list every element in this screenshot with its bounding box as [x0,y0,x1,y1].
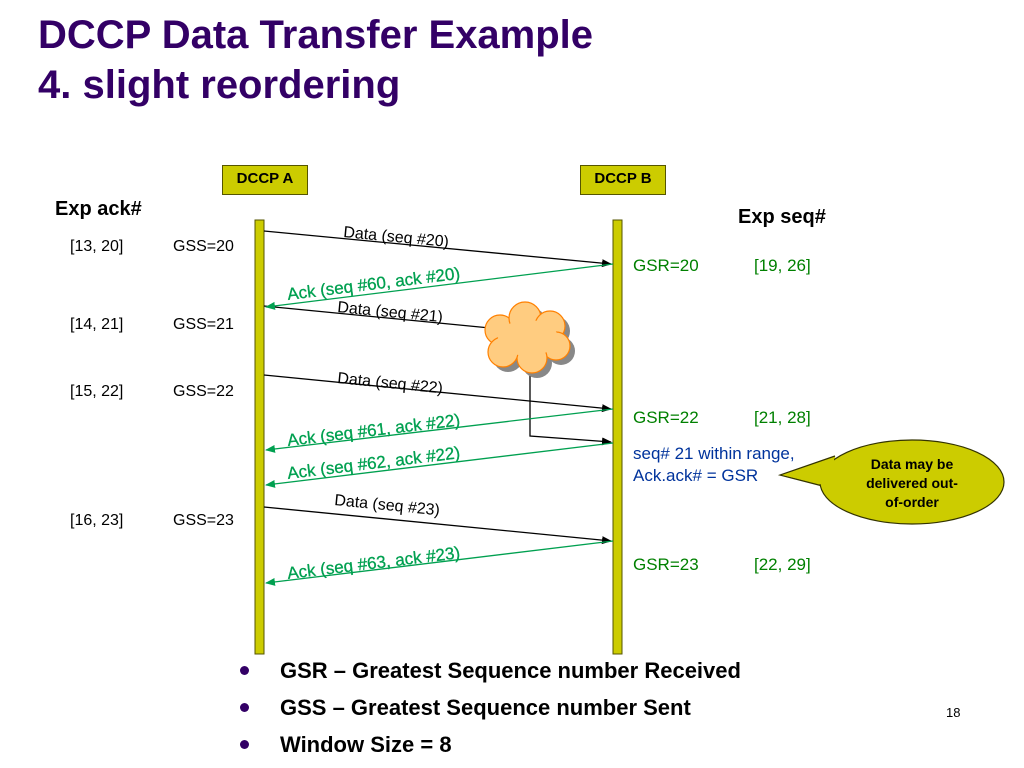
arrow-data-21 [263,305,491,329]
right-range-3: [22, 29] [754,555,811,574]
left-gss-2: GSS=21 [173,316,234,333]
arrow-ack-63 [265,540,614,586]
left-range-3: [15, 22] [70,383,124,400]
bullet-dot-icon [240,703,249,712]
host-b-label: DCCP B [594,170,652,187]
host-a-label: DCCP A [236,170,294,187]
left-range-4: [16, 23] [70,512,124,529]
callout-line-1: Data may be [871,456,954,472]
exp-ack-header: Exp ack# [55,198,142,220]
arrow-ack-61 [265,408,614,453]
bullet-dot-icon [240,740,249,749]
left-gss-3: GSS=22 [173,383,234,400]
arrow-data-23 [263,506,612,545]
arrow-data-20 [263,230,612,268]
label-data-20: Data (seq #20) [343,224,450,251]
label-ack-61: Ack (seq #61, ack #22) [286,411,461,450]
network-cloud-icon [484,301,575,378]
arrow-data-21-delayed [529,362,612,446]
arrow-ack-62 [265,442,614,488]
right-gsr-1: GSR=20 [633,256,699,275]
right-range-2: [21, 28] [754,408,811,427]
label-ack-60: Ack (seq #60, ack #20) [286,264,461,304]
range-note: seq# 21 within range, Ack.ack# = GSR [633,443,795,487]
bullet-gss-text: GSS – Greatest Sequence number Sent [280,695,691,720]
bullet-window-text: Window Size = 8 [280,732,452,757]
left-range-1: [13, 20] [70,238,124,255]
title-line-1: DCCP Data Transfer Example [38,13,594,57]
callout-bubble [777,439,1005,525]
right-gsr-3: GSR=23 [633,555,699,574]
timeline-a [254,219,265,655]
label-ack-63: Ack (seq #63, ack #23) [286,543,461,583]
host-a-box: DCCP A [222,165,308,195]
callout-line-3: of-order [885,494,939,510]
bullet-dot-icon [240,666,249,675]
timeline-b [612,219,623,655]
host-b-box: DCCP B [580,165,666,195]
bullet-gsr: GSR – Greatest Sequence number Received [240,652,741,689]
exp-seq-header: Exp seq# [738,206,826,228]
bullet-gsr-text: GSR – Greatest Sequence number Received [280,658,741,683]
label-data-22: Data (seq #22) [337,370,444,397]
bullet-gss: GSS – Greatest Sequence number Sent [240,689,741,726]
range-note-line-1: seq# 21 within range, [633,444,795,463]
left-gss-1: GSS=20 [173,238,234,255]
arrow-ack-60 [265,263,614,310]
label-ack-62: Ack (seq #62, ack #22) [286,443,461,483]
definitions-list: GSR – Greatest Sequence number Received … [240,652,741,763]
left-gss-4: GSS=23 [173,512,234,529]
left-range-2: [14, 21] [70,316,124,333]
page-number: 18 [946,705,961,720]
slide-title: DCCP Data Transfer Example 4. slight reo… [38,10,593,110]
bullet-window: Window Size = 8 [240,726,741,763]
label-data-21: Data (seq #21) [337,299,444,326]
arrow-data-22 [263,374,612,413]
right-gsr-2: GSR=22 [633,408,699,427]
title-line-2: 4. slight reordering [38,63,401,107]
callout-line-2: delivered out- [866,475,958,491]
right-range-1: [19, 26] [754,256,811,275]
range-note-line-2: Ack.ack# = GSR [633,466,759,485]
